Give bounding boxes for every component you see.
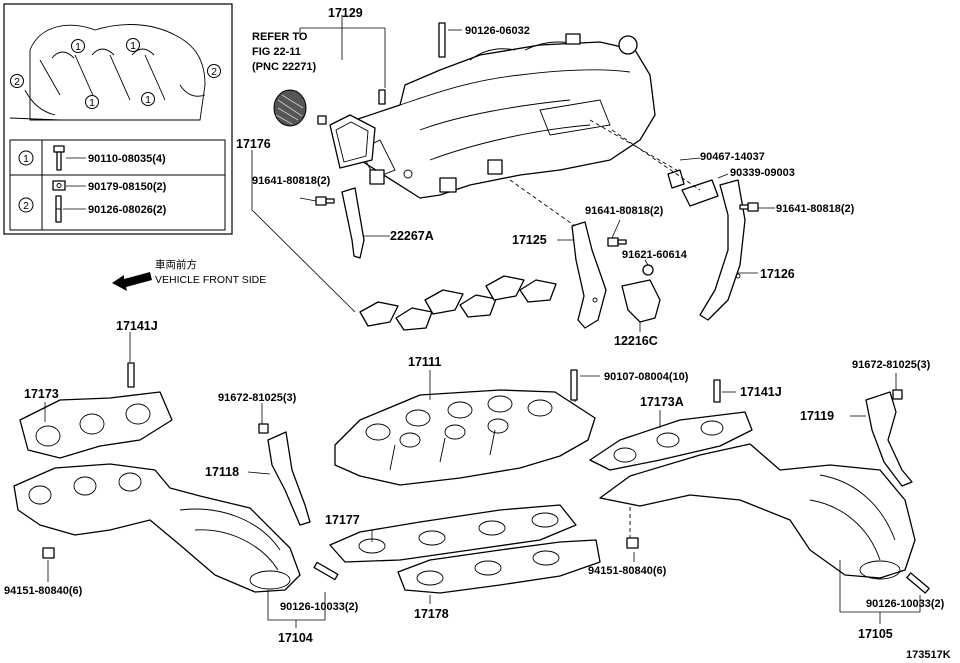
bolt-91641-b-drawing bbox=[607, 237, 627, 247]
leader-lines bbox=[44, 15, 921, 628]
label-17104: 17104 bbox=[278, 631, 313, 645]
inset-panel: 1 1 1 1 2 2 1 2 90110-08035(4) 90179-081… bbox=[3, 3, 233, 235]
exhaust-gasket-17173a-drawing bbox=[589, 411, 753, 471]
label-17141j-right: 17141J bbox=[740, 385, 782, 399]
inset-callout-1c: 1 bbox=[85, 95, 99, 109]
intake-gasket-17178-drawing bbox=[397, 539, 601, 594]
bracket-22267a-drawing bbox=[341, 187, 365, 259]
legend-item-90179: 90179-08150(2) bbox=[88, 181, 167, 193]
label-17177: 17177 bbox=[325, 513, 360, 527]
legend-key-1: 1 bbox=[18, 150, 34, 166]
label-22267a: 22267A bbox=[390, 229, 434, 243]
label-17173a: 17173A bbox=[640, 395, 684, 409]
stud-17141j-left-drawing bbox=[127, 362, 135, 388]
legend-key-2: 2 bbox=[18, 197, 34, 213]
nut-94151-right-drawing bbox=[626, 537, 639, 549]
svg-text:2: 2 bbox=[211, 66, 217, 78]
label-91621: 91621-60614 bbox=[622, 249, 688, 261]
refer-note-line2: FIG 22-11 bbox=[252, 46, 301, 58]
exhaust-gasket-17173-drawing bbox=[19, 391, 173, 459]
inset-callout-1a: 1 bbox=[71, 39, 85, 53]
legend-item-90110: 90110-08035(4) bbox=[88, 153, 166, 165]
label-91641-a: 91641-80818(2) bbox=[252, 175, 331, 187]
svg-text:1: 1 bbox=[89, 97, 95, 109]
inset-legend-table: 1 2 90110-08035(4) 90179-08150(2) 90126-… bbox=[9, 139, 226, 231]
label-17105: 17105 bbox=[858, 627, 893, 641]
bracket-17119-drawing bbox=[865, 389, 913, 487]
bracket-17125-drawing bbox=[571, 221, 607, 329]
label-90126-06032: 90126-06032 bbox=[465, 25, 530, 37]
exhaust-manifold-17104-drawing bbox=[13, 463, 301, 593]
bracket-17126-drawing bbox=[667, 169, 746, 321]
intake-plenum-drawing bbox=[334, 33, 656, 199]
exhaust-manifold-17105-drawing bbox=[599, 443, 916, 580]
label-90467: 90467-14037 bbox=[700, 151, 765, 163]
label-17141j-left: 17141J bbox=[116, 319, 158, 333]
mesh-screen-drawing bbox=[273, 89, 307, 127]
legend-item-90126: 90126-08026(2) bbox=[88, 204, 167, 216]
intake-manifold-17111-drawing bbox=[334, 369, 596, 486]
bracket-12216c-drawing bbox=[621, 264, 661, 323]
label-90339: 90339-09003 bbox=[730, 167, 795, 179]
label-90126-10033-left: 90126-10033(2) bbox=[280, 601, 359, 613]
bolt-icon bbox=[53, 145, 65, 171]
label-91641-b: 91641-80818(2) bbox=[585, 205, 664, 217]
label-17119: 17119 bbox=[800, 409, 834, 423]
bolt-91641-a-drawing bbox=[315, 196, 335, 206]
nut-icon bbox=[52, 180, 66, 191]
nut-94151-left-drawing bbox=[42, 547, 55, 559]
label-17118: 17118 bbox=[205, 465, 239, 479]
svg-text:1: 1 bbox=[23, 153, 29, 165]
inset-callout-1b: 1 bbox=[126, 38, 140, 52]
svg-text:2: 2 bbox=[14, 76, 20, 88]
plenum-gasket-drawing bbox=[329, 114, 376, 169]
label-17173: 17173 bbox=[24, 387, 59, 401]
bracket-17118-drawing bbox=[258, 423, 311, 526]
refer-note-line1: REFER TO bbox=[252, 31, 308, 43]
refer-note-line3: (PNC 22271) bbox=[252, 61, 317, 73]
direction-japanese: 車両前方 bbox=[155, 258, 197, 271]
stud-90126-left-drawing bbox=[313, 561, 339, 581]
inset-engine-sketch bbox=[9, 24, 206, 121]
label-91672-left: 91672-81025(3) bbox=[218, 392, 297, 404]
inset-callout-1d: 1 bbox=[141, 92, 155, 106]
label-17176: 17176 bbox=[236, 137, 271, 151]
inset-callout-2a: 2 bbox=[10, 74, 24, 88]
label-12216c: 12216C bbox=[614, 334, 658, 348]
label-94151-left: 94151-80840(6) bbox=[4, 585, 83, 597]
stud-bolt-icon bbox=[55, 195, 62, 223]
stud-drawing bbox=[317, 22, 446, 125]
label-91641-c: 91641-80818(2) bbox=[776, 203, 855, 215]
direction-english: VEHICLE FRONT SIDE bbox=[155, 274, 266, 286]
svg-text:1: 1 bbox=[130, 40, 136, 52]
label-94151-right: 94151-80840(6) bbox=[588, 565, 667, 577]
svg-text:1: 1 bbox=[145, 94, 151, 106]
figure-id: 173517K bbox=[906, 649, 951, 661]
label-17178: 17178 bbox=[414, 607, 449, 621]
label-17129: 17129 bbox=[328, 6, 363, 20]
label-90126-10033-right: 90126-10033(2) bbox=[866, 598, 945, 610]
label-91672-right: 91672-81025(3) bbox=[852, 359, 931, 371]
svg-text:2: 2 bbox=[23, 200, 29, 212]
stud-90126-right-drawing bbox=[906, 572, 930, 594]
label-17111: 17111 bbox=[408, 355, 441, 369]
svg-text:1: 1 bbox=[75, 41, 81, 53]
label-17126: 17126 bbox=[760, 267, 795, 281]
label-17125: 17125 bbox=[512, 233, 547, 247]
inset-callout-2b: 2 bbox=[207, 64, 221, 78]
vehicle-front-arrow-icon bbox=[112, 272, 152, 291]
intake-gasket-17177-drawing bbox=[329, 504, 577, 563]
intake-gasket-drawing bbox=[359, 275, 557, 331]
bolt-91641-c-drawing bbox=[739, 202, 759, 212]
stud-17141j-right-drawing bbox=[713, 379, 721, 403]
label-90107: 90107-08004(10) bbox=[604, 371, 689, 383]
